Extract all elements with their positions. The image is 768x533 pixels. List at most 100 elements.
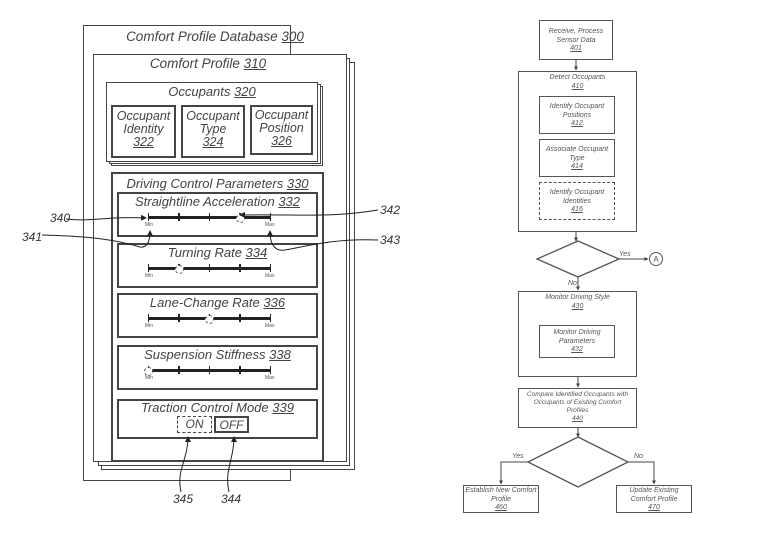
node-410-line1: Detect Occupants [549,74,606,81]
straightline-acceleration-ref: 332 [278,194,301,209]
node-450-no: No [634,453,643,460]
suspension-stiffness-tick [239,366,241,374]
profile-label: Comfort Profile [149,56,240,71]
node-440-ref: 440 [572,415,583,422]
traction-ref: 339 [272,400,294,415]
straightline-acceleration-tick [178,213,180,221]
node-420-line1: Autonomous [558,248,598,255]
node-410-ref: 410 [571,82,584,90]
node-432-line2: Parameters [558,337,596,345]
node-414: Associate Occupant Type 414 [539,139,615,177]
node-450-line1: Occupant Match? [550,454,606,461]
node-412-line1: Identify Occupant [549,103,605,110]
node-460-line1: Establish New Comfort [465,487,537,494]
lane-change-rate-panel [117,293,318,338]
node-401: Receive, Process Sensor Data 401 [539,20,613,60]
straightline-acceleration-tick [208,213,210,221]
lane-change-rate-max-label: Max [265,323,275,329]
turning-rate-title: Turning Rate 334 [117,246,318,260]
straightline-acceleration-thumb[interactable] [235,213,245,223]
lane-change-rate-label: Lane-Change Rate [149,295,260,310]
node-460-line2: Profile [491,495,511,503]
suspension-stiffness-min-label: Min [145,375,154,381]
traction-on-toggle[interactable]: ON [177,416,212,433]
node-414-line1: Associate Occupant [545,146,609,153]
turning-rate-tick [239,264,241,272]
lane-change-rate-tick [178,314,180,322]
node-401-line2: Sensor Data [556,36,596,44]
turning-rate-tick [147,264,149,272]
lane-change-rate-tick [239,314,241,322]
node-440: Compare Identified Occupants with Occupa… [518,388,637,428]
node-401-ref: 401 [570,45,582,52]
node-420-line2: Driving Control? [552,256,604,264]
node-470-line2: Comfort Profile [630,495,678,503]
node-470: Update Existing Comfort Profile 470 [616,485,692,513]
callout-344: 344 [221,492,242,506]
suspension-stiffness-thumb[interactable] [144,366,153,376]
occupant-type-box: Occupant Type 324 [181,105,245,158]
node-420-text: Autonomous Driving Control? 420 [543,248,613,274]
callout-345: 345 [173,492,194,506]
database-label: Comfort Profile Database [126,29,278,44]
node-420-no: No [568,280,577,287]
node-401-line1: Receive, Process [548,28,604,35]
occupant-position-ref: 326 [271,134,292,148]
driving-params-ref: 330 [286,176,309,191]
straightline-acceleration-tick [147,213,149,221]
lane-change-rate-tick [269,314,271,322]
connector-a[interactable]: A [649,252,663,266]
lane-change-rate-thumb[interactable] [205,314,214,324]
arrow-450-460 [499,461,528,485]
occupant-position-box: Occupant Position 326 [250,105,313,155]
node-460: Establish New Comfort Profile 460 [463,485,539,513]
occupant-identity-ref: 322 [133,135,154,149]
node-416-line2: Identities [562,197,592,205]
occupant-position-line2: Position [259,121,304,135]
suspension-stiffness-tick [269,366,271,374]
occupant-type-line1: Occupant [186,109,240,123]
suspension-stiffness-tick [208,366,210,374]
turning-rate-label: Turning Rate [167,245,242,260]
occupant-identity-box: Occupant Identity 322 [111,105,176,158]
straightline-acceleration-min-label: Min [145,222,154,228]
occupants-ref: 320 [234,84,256,99]
turning-rate-thumb[interactable] [174,264,184,274]
traction-title: Traction Control Mode 339 [117,401,318,415]
callout-340: 340 [50,211,71,225]
suspension-stiffness-title: Suspension Stiffness 338 [117,348,318,362]
suspension-stiffness-label: Suspension Stiffness [144,347,266,362]
suspension-stiffness-ref: 338 [269,347,291,362]
node-430-line1: Monitor Driving Style [545,294,610,301]
node-450-text: Occupant Match? 450 [540,454,616,471]
occupant-type-ref: 324 [202,135,224,149]
callout-342: 342 [380,203,401,217]
suspension-stiffness-max-label: Max [265,375,275,381]
turning-rate-tick [208,264,210,272]
profile-title: Comfort Profile 310 [93,56,323,72]
node-414-ref: 414 [571,163,583,170]
node-412-line2: Positions [562,111,592,119]
node-440-line2: Occupants of Existing Comfort [533,399,622,406]
node-430-ref: 430 [571,302,584,310]
traction-off-toggle[interactable]: OFF [214,416,249,433]
arrow-450-470 [628,461,656,485]
node-460-ref: 460 [495,504,507,511]
turning-rate-min-label: Min [145,273,154,279]
occupant-identity-line1: Occupant [116,109,171,123]
node-412: Identify Occupant Positions 412 [539,96,615,134]
turning-rate-max-label: Max [265,273,275,279]
node-416-line1: Identify Occupant [549,189,605,196]
driving-params-title: Driving Control Parameters 330 [111,177,324,191]
node-450-ref: 450 [572,462,584,470]
node-432-line1: Monitor Driving [553,329,601,336]
traction-label: Traction Control Mode [141,400,269,415]
node-440-line1: Compare Identified Occupants with [526,391,629,398]
node-470-ref: 470 [648,504,660,511]
callout-343: 343 [380,233,401,247]
node-450-yes: Yes [512,453,524,460]
node-420-yes: Yes [619,251,631,258]
node-412-ref: 412 [571,120,583,127]
occupant-type-line2: Type [199,122,227,136]
turning-rate-tick [269,264,271,272]
